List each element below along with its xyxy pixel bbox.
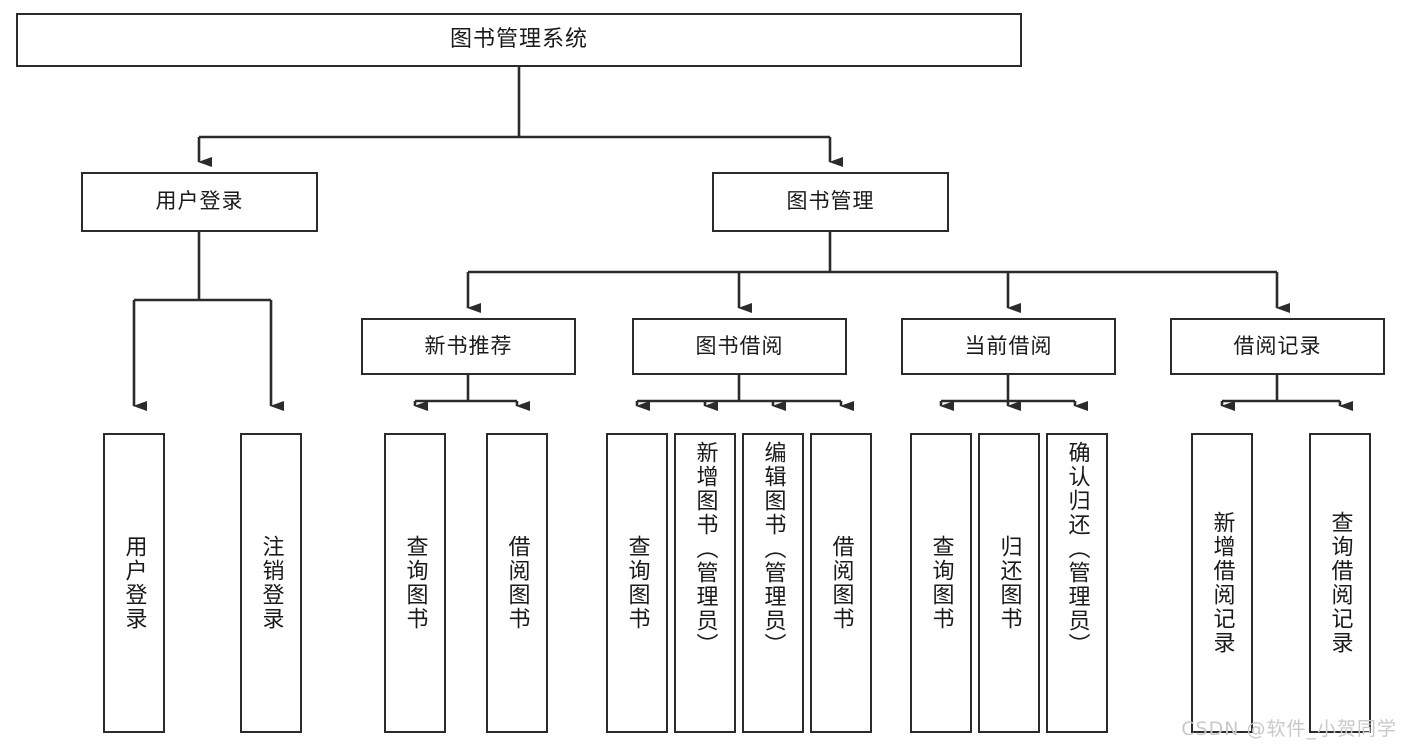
leaf-borrow-record-2[interactable]: 查询借阅记录 xyxy=(1309,433,1371,733)
node-new-book-recommend[interactable]: 新书推荐 xyxy=(361,318,576,375)
leaf-new-book-2[interactable]: 借阅图书 xyxy=(486,433,548,733)
leaf-borrow-record-1[interactable]: 新增借阅记录 xyxy=(1191,433,1253,733)
leaf-new-book-2-label: 借阅图书 xyxy=(504,535,530,631)
leaf-current-borrow-1-label: 查询图书 xyxy=(928,535,954,631)
node-user-login[interactable]: 用户登录 xyxy=(81,172,318,232)
node-new-book-recommend-label: 新书推荐 xyxy=(424,333,513,358)
leaf-book-borrow-1[interactable]: 查询图书 xyxy=(606,433,668,733)
leaf-book-borrow-3[interactable]: 编辑图书（管理员） xyxy=(742,433,804,733)
leaf-current-borrow-2[interactable]: 归还图书 xyxy=(978,433,1040,733)
leaf-current-borrow-2-label: 归还图书 xyxy=(996,535,1022,631)
leaf-current-borrow-1[interactable]: 查询图书 xyxy=(910,433,972,733)
node-borrow-record[interactable]: 借阅记录 xyxy=(1170,318,1385,375)
node-book-borrow[interactable]: 图书借阅 xyxy=(632,318,847,375)
leaf-current-borrow-3[interactable]: 确认归还（管理员） xyxy=(1046,433,1108,733)
leaf-user-login-1-label: 用户登录 xyxy=(121,535,147,631)
node-root[interactable]: 图书管理系统 xyxy=(16,13,1022,67)
node-current-borrow-label: 当前借阅 xyxy=(964,333,1053,358)
node-root-label: 图书管理系统 xyxy=(449,26,588,52)
leaf-book-borrow-2[interactable]: 新增图书（管理员） xyxy=(674,433,736,733)
node-current-borrow[interactable]: 当前借阅 xyxy=(901,318,1116,375)
node-borrow-record-label: 借阅记录 xyxy=(1233,333,1322,358)
leaf-book-borrow-4-label: 借阅图书 xyxy=(828,535,854,631)
leaf-borrow-record-2-label: 查询借阅记录 xyxy=(1327,511,1353,655)
node-book-borrow-label: 图书借阅 xyxy=(695,333,784,358)
node-user-login-label: 用户登录 xyxy=(155,189,244,214)
leaf-new-book-1-label: 查询图书 xyxy=(402,535,428,631)
watermark: CSDN @软件_小贺同学 xyxy=(1181,718,1397,740)
node-book-manage-label: 图书管理 xyxy=(786,189,875,214)
leaf-borrow-record-1-label: 新增借阅记录 xyxy=(1209,511,1235,655)
leaf-book-borrow-1-label: 查询图书 xyxy=(624,535,650,631)
leaf-new-book-1[interactable]: 查询图书 xyxy=(384,433,446,733)
leaf-book-borrow-4[interactable]: 借阅图书 xyxy=(810,433,872,733)
leaf-current-borrow-3-label: 确认归还（管理员） xyxy=(1064,441,1090,657)
leaf-user-login-2-label: 注销登录 xyxy=(258,535,284,631)
leaf-user-login-2[interactable]: 注销登录 xyxy=(240,433,302,733)
leaf-user-login-1[interactable]: 用户登录 xyxy=(103,433,165,733)
leaf-book-borrow-3-label: 编辑图书（管理员） xyxy=(760,441,786,657)
leaf-book-borrow-2-label: 新增图书（管理员） xyxy=(692,441,718,657)
node-book-manage[interactable]: 图书管理 xyxy=(712,172,949,232)
